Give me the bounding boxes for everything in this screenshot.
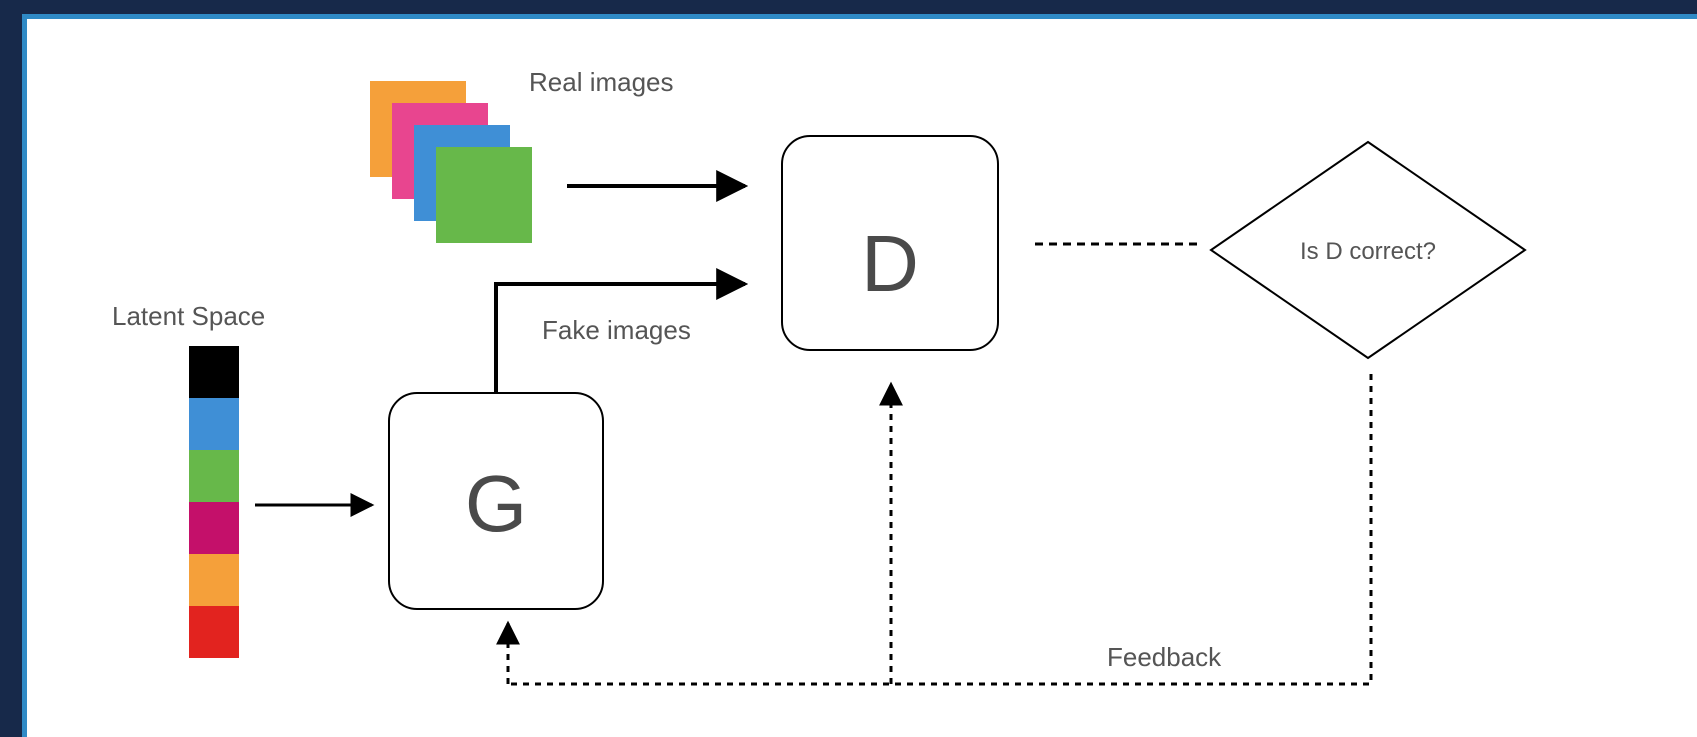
discriminator-node: D [781, 135, 999, 351]
real-images-stack [370, 81, 532, 243]
latent-space-label: Latent Space [112, 301, 265, 331]
gan-diagram: Real images Latent Space Fake images Fee… [112, 67, 1527, 686]
latent-vector-cell [189, 502, 239, 554]
latent-vector-cell [189, 398, 239, 450]
fake-images-label: Fake images [542, 315, 691, 345]
latent-vector-cell [189, 450, 239, 502]
discriminator-letter: D [861, 219, 919, 308]
feedback-loop-line [508, 374, 1373, 686]
latent-space-vector [189, 346, 239, 658]
discriminator-box [781, 135, 999, 351]
decision-diamond [1209, 140, 1527, 360]
generator-node: G [388, 392, 604, 610]
latent-vector-cell [189, 554, 239, 606]
real-image-square [436, 147, 532, 243]
diagram-panel: Real images Latent Space Fake images Fee… [22, 14, 1697, 737]
decision-label: Is D correct? [1300, 238, 1436, 265]
latent-vector-cell [189, 606, 239, 658]
feedback-label: Feedback [1107, 642, 1222, 672]
real-images-label: Real images [529, 67, 674, 97]
latent-vector-cell [189, 346, 239, 398]
decision-node: Is D correct? [1209, 140, 1527, 360]
generator-letter: G [465, 459, 527, 548]
generator-to-discriminator-arrow [494, 268, 749, 393]
